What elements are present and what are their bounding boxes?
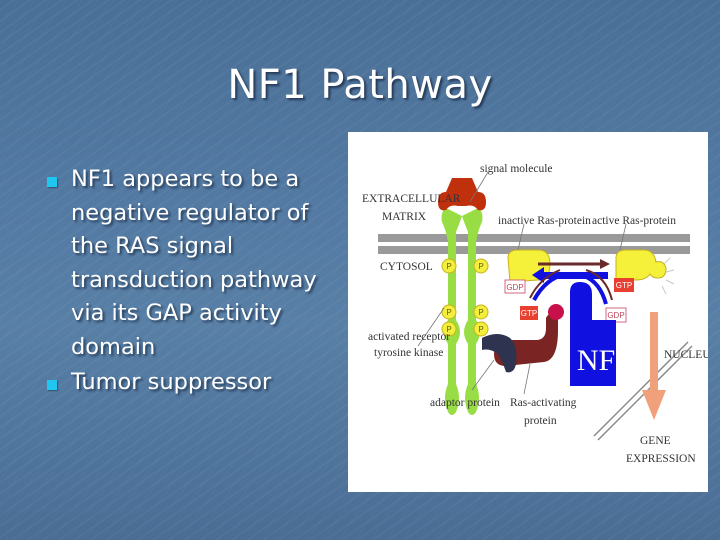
label-nucleus: NUCLEUS [664,349,708,361]
svg-text:GTP: GTP [616,281,632,290]
label-ras-activating-2: protein [524,415,557,427]
activation-glow-icon [661,257,675,295]
signal-molecule [438,178,486,211]
gene-expression-arrow [642,312,666,420]
svg-text:P: P [478,262,483,271]
label-active-ras: active Ras-protein [592,215,676,227]
label-expression: EXPRESSION [626,453,696,465]
svg-text:GDP: GDP [607,311,624,320]
nf1-pathway-diagram: P P P P P P GDP GTP GTP [348,132,708,492]
svg-text:GDP: GDP [506,283,523,292]
svg-text:P: P [446,325,451,334]
label-adaptor: adaptor protein [430,397,500,409]
gdp-box-released: GDP [605,307,627,323]
ras-cycle-arrows [529,259,613,305]
bullet-text: Tumor suppressor [71,369,272,395]
label-inactive-ras: inactive Ras-protein [498,215,591,227]
label-matrix: MATRIX [382,211,427,223]
label-ras-activating-1: Ras-activating [510,397,577,409]
label-extracellular: EXTRACELLULAR [362,193,461,205]
gtp-box-bound: GTP [520,306,538,320]
label-receptor-1: activated receptor [368,331,450,343]
bullet-item: Tumor suppressor [44,366,344,400]
label-gene: GENE [640,435,671,447]
bullet-item: NF1 appears to be a negative regulator o… [44,163,344,364]
gdp-box-inactive: GDP [504,279,526,294]
sos-knob [548,304,564,320]
nf-protein [570,282,616,386]
nf-label: NF [577,344,615,377]
phosphate-groups: P P P P P P [441,258,489,337]
bullet-text: NF1 appears to be a negative regulator o… [71,166,317,360]
label-receptor-2: tyrosine kinase [374,347,443,359]
svg-text:P: P [478,325,483,334]
gtp-box-active: GTP [614,278,634,292]
bullet-list: NF1 appears to be a negative regulator o… [44,163,344,400]
bullet-square-icon [47,380,57,390]
adaptor-protein [482,334,517,373]
svg-text:P: P [446,308,451,317]
label-cytosol: CYTOSOL [380,261,433,273]
bullet-square-icon [47,177,57,187]
label-pointer-lines [417,171,627,395]
svg-text:GTP: GTP [521,309,537,318]
svg-text:P: P [446,262,451,271]
svg-text:P: P [478,308,483,317]
label-signal-molecule: signal molecule [480,163,553,175]
active-ras-protein [615,249,667,281]
slide-title: NF1 Pathway [227,62,493,108]
